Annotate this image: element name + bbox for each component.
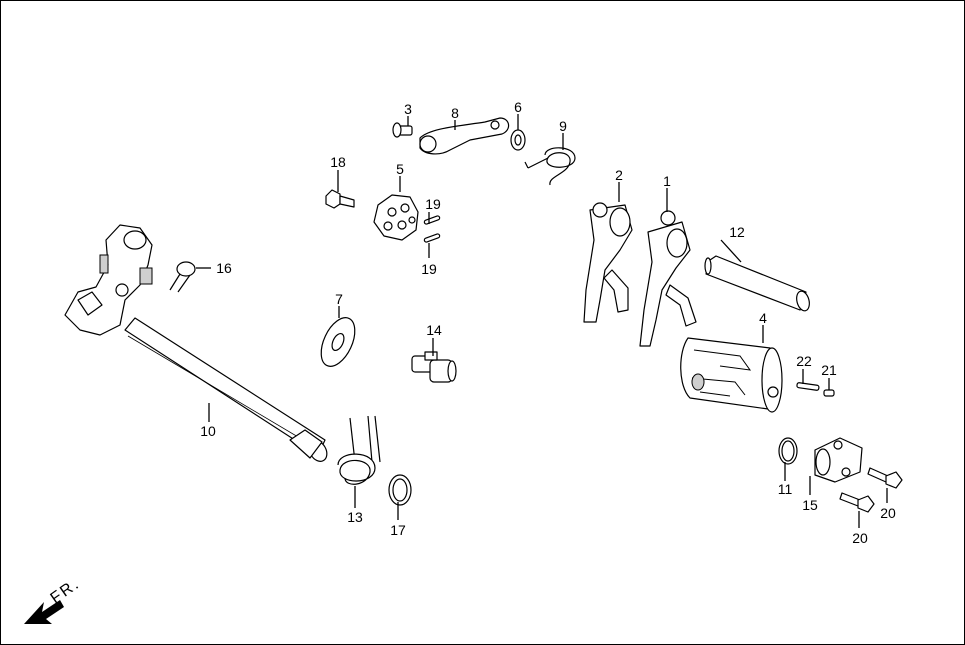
callout-20a: 20 xyxy=(880,505,896,521)
callout-15: 15 xyxy=(802,497,818,513)
part-washer-7 xyxy=(320,317,356,367)
part-star-cam-5 xyxy=(373,194,419,241)
part-arm-8 xyxy=(419,117,510,155)
callout-17: 17 xyxy=(390,522,406,538)
callout-3: 3 xyxy=(404,101,412,117)
callout-19b: 19 xyxy=(421,261,437,277)
part-spring-13 xyxy=(337,415,381,485)
callout-9: 9 xyxy=(559,118,567,134)
part-stopper-14 xyxy=(411,351,457,383)
part-pin-19a xyxy=(423,215,441,225)
part-washer-6 xyxy=(510,129,526,151)
callout-11: 11 xyxy=(778,481,793,497)
part-bolt-18 xyxy=(325,189,355,209)
callout-4: 4 xyxy=(759,310,767,326)
callout-19a: 19 xyxy=(425,196,441,212)
part-pin-22 xyxy=(796,382,820,391)
part-cover-15 xyxy=(814,437,863,483)
part-spring-9 xyxy=(524,147,576,186)
callout-14: 14 xyxy=(426,322,442,338)
part-bolt-20a xyxy=(867,467,903,489)
part-pin-21 xyxy=(823,389,835,397)
part-spring-16 xyxy=(169,261,196,293)
callout-20b: 20 xyxy=(852,530,868,546)
part-fork-shaft-12 xyxy=(704,255,810,312)
front-direction-label: FR. xyxy=(48,575,84,607)
callout-5: 5 xyxy=(396,161,404,177)
part-pin-19b xyxy=(423,233,441,243)
callout-7: 7 xyxy=(335,291,343,307)
front-direction-arrow-icon xyxy=(24,600,64,624)
part-fork-1 xyxy=(639,210,697,347)
callout-6: 6 xyxy=(514,99,522,115)
callout-leaders xyxy=(196,114,888,528)
callout-12: 12 xyxy=(729,224,745,240)
callout-16: 16 xyxy=(216,260,232,276)
callout-10: 10 xyxy=(200,423,216,439)
callout-8: 8 xyxy=(451,105,459,121)
part-bolt-20b xyxy=(839,492,875,513)
part-circlip-17 xyxy=(388,474,412,506)
callout-1: 1 xyxy=(663,173,671,189)
callout-22: 22 xyxy=(796,353,812,369)
callout-2: 2 xyxy=(615,167,623,183)
part-fork-2 xyxy=(583,202,633,323)
part-shift-drum-4 xyxy=(680,337,783,413)
part-shift-shaft xyxy=(64,224,328,462)
callout-18: 18 xyxy=(330,154,346,170)
part-pin-3 xyxy=(392,122,413,138)
part-oring-11 xyxy=(778,437,798,465)
callout-13: 13 xyxy=(347,509,363,525)
callout-21: 21 xyxy=(821,362,837,378)
